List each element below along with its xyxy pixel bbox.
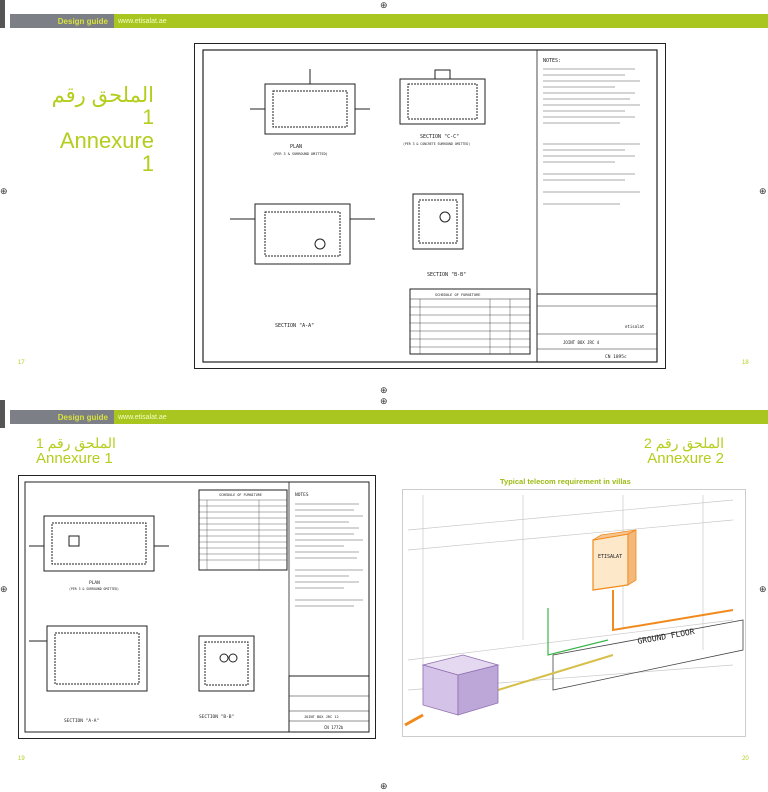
section-aa-title: SECTION "A-A" xyxy=(64,718,99,724)
figure-caption: Typical telecom requirement in villas xyxy=(500,477,631,486)
annexure-heading: الملحق رقم 1 Annexure 1 xyxy=(44,84,154,177)
registration-mark-icon: ⊕ xyxy=(759,186,767,196)
annexure-arabic: الملحق رقم 1 xyxy=(51,84,154,130)
joint-box-drawing-2: SCHEDULE OF FURNITURE PLAN (PER 3 & SURR… xyxy=(24,481,370,733)
notes-title: NOTES: xyxy=(543,58,561,64)
annexure-english: Annexure 1 xyxy=(36,449,113,467)
header-url: www.etisalat.ae xyxy=(114,14,768,28)
section-bb-title: SECTION "B-B" xyxy=(199,714,234,720)
page-number-right: 20 xyxy=(742,756,749,762)
registration-mark-icon: ⊕ xyxy=(380,385,388,395)
registration-mark-icon: ⊕ xyxy=(380,0,388,10)
annexure-arabic: الملحق رقم 2 xyxy=(644,435,724,451)
header-band-bottom: Design guide www.etisalat.ae xyxy=(10,410,768,424)
crop-tick xyxy=(0,400,5,428)
registration-mark-icon: ⊕ xyxy=(759,584,767,594)
cabinet-brand: ETISALAT xyxy=(598,554,622,560)
schedule-title: SCHEDULE OF FURNITURE xyxy=(219,493,262,497)
title-block-name: JOINT BOX JRC 4 xyxy=(563,340,600,345)
header-url: www.etisalat.ae xyxy=(114,410,768,424)
ground-floor-label: GROUND FLOOR xyxy=(637,627,696,646)
section-bb-title: SECTION "B-B" xyxy=(427,272,466,278)
annexure-arabic: الملحق رقم 1 xyxy=(36,435,116,451)
title-block-ref: CN 1895c xyxy=(605,354,627,360)
plan-title: PLAN xyxy=(89,580,100,586)
section-aa-title: SECTION "A-A" xyxy=(275,323,314,329)
annexure-english: Annexure 2 xyxy=(647,449,724,467)
page-number-left: 17 xyxy=(18,360,25,366)
registration-mark-icon: ⊕ xyxy=(380,396,388,406)
section-cc-subtitle: (PER 3 & CONCRETE SURROUND OMITTED) xyxy=(403,142,470,146)
registration-mark-icon: ⊕ xyxy=(380,781,388,791)
section-cc-title: SECTION "C-C" xyxy=(420,134,459,140)
etisalat-logo: etisalat xyxy=(625,324,645,329)
title-block-ref: CN 1772b xyxy=(324,725,344,730)
plan-title: PLAN xyxy=(290,144,302,150)
villa-telecom-drawing: GROUND FLOOR ETISALAT xyxy=(402,489,746,737)
section-label: Design guide xyxy=(10,14,114,28)
crop-tick xyxy=(0,0,5,28)
registration-mark-icon: ⊕ xyxy=(0,186,8,196)
notes-title: NOTES xyxy=(295,492,309,498)
page-number-left: 19 xyxy=(18,756,25,762)
page-number-right: 18 xyxy=(742,360,749,366)
schedule-title: SCHEDULE OF FURNITURE xyxy=(435,293,480,297)
header-band-top: Design guide www.etisalat.ae xyxy=(10,14,768,28)
plan-subtitle: (PER 3 & SURROUND OMITTED) xyxy=(273,152,328,156)
title-block-name: JOINT BOX JRC 12 xyxy=(304,715,339,719)
section-label: Design guide xyxy=(10,410,114,424)
annexure-heading-right: الملحق رقم 2 Annexure 2 xyxy=(620,436,724,466)
joint-box-drawing: PLAN (PER 3 & SURROUND OMITTED) SECTION … xyxy=(202,49,658,363)
technical-drawing-bottom-left: SCHEDULE OF FURNITURE PLAN (PER 3 & SURR… xyxy=(18,475,376,739)
technical-drawing-top: PLAN (PER 3 & SURROUND OMITTED) SECTION … xyxy=(194,43,666,369)
villa-isometric-drawing: GROUND FLOOR ETISALAT xyxy=(404,495,744,727)
annexure-english: Annexure 1 xyxy=(59,128,154,177)
plan-subtitle: (PER 3 & SURROUND OMITTED) xyxy=(69,587,119,591)
registration-mark-icon: ⊕ xyxy=(0,584,8,594)
annexure-heading-left: الملحق رقم 1 Annexure 1 xyxy=(36,436,116,466)
